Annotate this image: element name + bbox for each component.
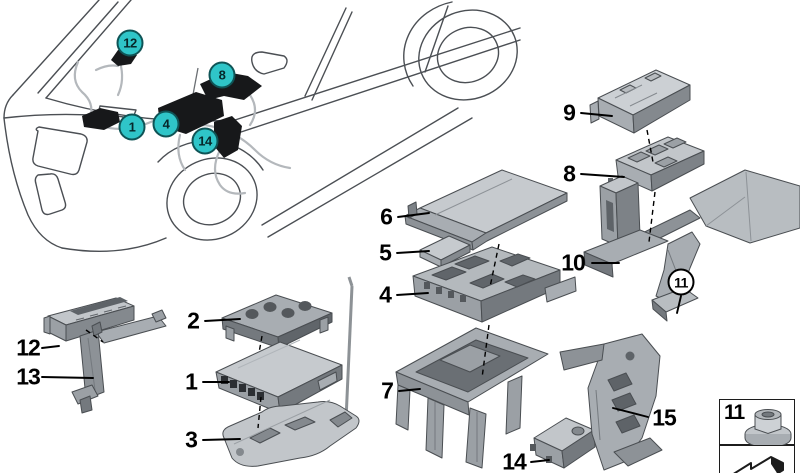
legend-item-11[interactable]: 11 xyxy=(719,399,795,445)
part-label-8[interactable]: 8 xyxy=(563,160,576,187)
part-9-illustration[interactable] xyxy=(589,69,691,134)
part-label-3[interactable]: 3 xyxy=(185,426,198,453)
part-label-1[interactable]: 1 xyxy=(185,368,198,395)
part-label-14[interactable]: 14 xyxy=(502,448,527,473)
part-14-illustration[interactable] xyxy=(530,417,596,469)
part-1-illustration[interactable] xyxy=(215,339,343,414)
car-outline xyxy=(3,0,521,253)
assembly-dashed-lines xyxy=(85,129,656,429)
diagram-callout-11[interactable]: 11 xyxy=(667,268,695,296)
part-label-10[interactable]: 10 xyxy=(561,249,586,276)
part-4-illustration[interactable] xyxy=(412,246,577,323)
part-label-9[interactable]: 9 xyxy=(563,99,576,126)
part-5-illustration[interactable] xyxy=(419,235,471,268)
car-callout-8[interactable]: 8 xyxy=(208,61,236,89)
direction-arrow-icon xyxy=(733,456,784,473)
part-label-6[interactable]: 6 xyxy=(380,203,393,230)
part-label-2[interactable]: 2 xyxy=(187,307,200,334)
part-13-illustration[interactable] xyxy=(71,309,167,414)
car-callout-4[interactable]: 4 xyxy=(152,110,180,138)
part-label-7[interactable]: 7 xyxy=(381,377,394,404)
car-callout-1[interactable]: 1 xyxy=(118,113,146,141)
part-label-12[interactable]: 12 xyxy=(16,334,41,361)
part-label-15[interactable]: 15 xyxy=(652,404,677,431)
part-2-illustration[interactable] xyxy=(221,294,333,349)
leader-lines xyxy=(41,112,682,463)
car-callout-12[interactable]: 12 xyxy=(116,29,144,57)
part-label-4[interactable]: 4 xyxy=(379,281,392,308)
part-15-illustration[interactable] xyxy=(559,333,663,471)
part-7-illustration[interactable] xyxy=(395,327,549,469)
part-6-illustration[interactable] xyxy=(404,169,568,251)
part-label-5[interactable]: 5 xyxy=(379,239,392,266)
flange-nut-icon xyxy=(744,409,792,445)
part-8-illustration[interactable] xyxy=(608,136,705,196)
legend-item-number: 11 xyxy=(724,401,745,424)
part-10-illustration[interactable] xyxy=(583,169,800,322)
car-callout-14[interactable]: 14 xyxy=(191,127,219,155)
part-label-13[interactable]: 13 xyxy=(16,363,41,390)
legend-next-page[interactable] xyxy=(719,445,795,473)
part-3-illustration[interactable] xyxy=(222,276,360,467)
